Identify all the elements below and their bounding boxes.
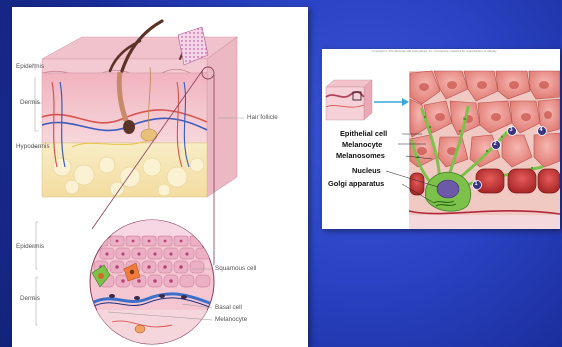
label-melanocyte-right: Melanocyte	[342, 140, 382, 149]
melanocyte-figure: Copyright © The McGraw-Hill Companies, I…	[322, 49, 560, 229]
step-number-4: 4	[540, 127, 543, 133]
label-squamous-cell: Squamous cell	[215, 265, 256, 272]
inset-skin-block	[326, 80, 372, 120]
label-melanocyte-left: Melanocyte	[215, 316, 247, 323]
step-number-2: 2	[494, 141, 497, 147]
label-dermis-top: Dermis	[20, 99, 40, 106]
label-basal-cell: Basal cell	[215, 304, 242, 311]
step-number-3: 3	[510, 127, 513, 133]
label-epidermis-bottom: Epidermis	[16, 243, 44, 250]
step-number-1: 1	[475, 181, 478, 187]
label-hypodermis: Hypodermis	[16, 143, 50, 150]
label-hair-follicle: Hair follicle	[247, 114, 278, 121]
nucleus	[437, 180, 459, 198]
label-nucleus: Nucleus	[352, 166, 381, 175]
skin-structure-figure: Epidermis Dermis Hypodermis Hair follicl…	[12, 7, 308, 347]
melanocyte-diagram	[322, 49, 560, 229]
magnified-epidermis-circle	[90, 220, 214, 346]
label-epidermis-top: Epidermis	[16, 63, 44, 70]
label-epithelial-cell: Epithelial cell	[340, 129, 387, 138]
label-golgi-apparatus: Golgi apparatus	[328, 179, 384, 188]
label-melanosomes: Melanosomes	[336, 151, 385, 160]
skin-diagram	[12, 7, 308, 347]
label-dermis-bottom: Dermis	[20, 295, 40, 302]
